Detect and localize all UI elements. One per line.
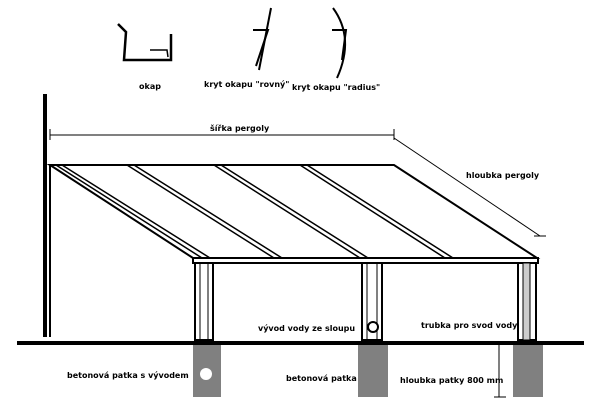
label-footing: betonová patka — [286, 374, 357, 383]
radius-cover-icon — [332, 29, 348, 61]
label-depth: hloubka pergoly — [466, 171, 540, 180]
radius-cover-icon-arc — [332, 7, 347, 79]
footing-outlet-hole — [200, 368, 212, 380]
label-water-outlet: vývod vody ze sloupu — [258, 324, 355, 333]
label-footing-depth: hloubka patky 800 mm — [400, 376, 503, 385]
footing-right — [513, 345, 543, 397]
downpipe — [522, 262, 531, 341]
depth-dimension-line — [393, 137, 541, 237]
label-cover-straight: kryt okapu "rovný" — [204, 80, 289, 89]
label-width: šířka pergoly — [210, 123, 270, 133]
rafter-3 — [213, 164, 369, 259]
rafter-1 — [55, 164, 211, 259]
post-left — [194, 262, 214, 341]
straight-cover-icon-line — [258, 7, 272, 71]
rafter-2 — [126, 164, 283, 259]
footing-middle — [358, 345, 388, 397]
straight-cover-icon — [253, 29, 270, 67]
label-cover-radius: kryt okapu "radius" — [292, 83, 380, 92]
rafter-4 — [299, 164, 454, 259]
label-downpipe: trubka pro svod vody — [421, 321, 518, 330]
gutter-icon-inner — [150, 49, 169, 58]
label-gutter: okap — [139, 82, 161, 91]
label-footing-with-outlet: betonová patka s vývodem — [67, 371, 189, 380]
water-outlet-hole — [367, 321, 379, 333]
gutter-icon — [117, 23, 173, 62]
